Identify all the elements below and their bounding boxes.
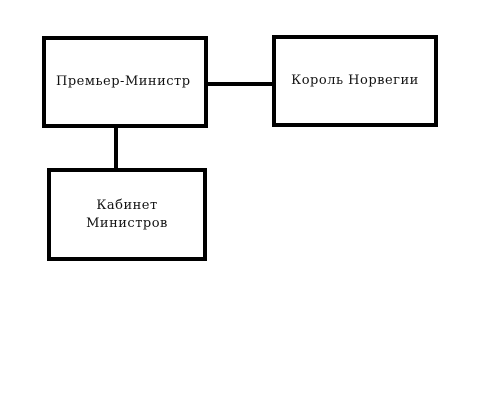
node-cabinet-of-ministers: Кабинет Министров: [47, 168, 207, 261]
node-king-label: Король Норвегии: [291, 73, 419, 88]
node-prime-minister-label: Премьер-Министр: [56, 74, 191, 89]
node-cabinet-label: Кабинет Министров: [86, 197, 168, 231]
node-prime-minister: Премьер-Министр: [42, 36, 208, 128]
node-king-of-norway: Король Норвегии: [272, 35, 438, 127]
connector-pm-to-cabinet: [114, 128, 118, 168]
connector-pm-to-king: [208, 82, 272, 86]
